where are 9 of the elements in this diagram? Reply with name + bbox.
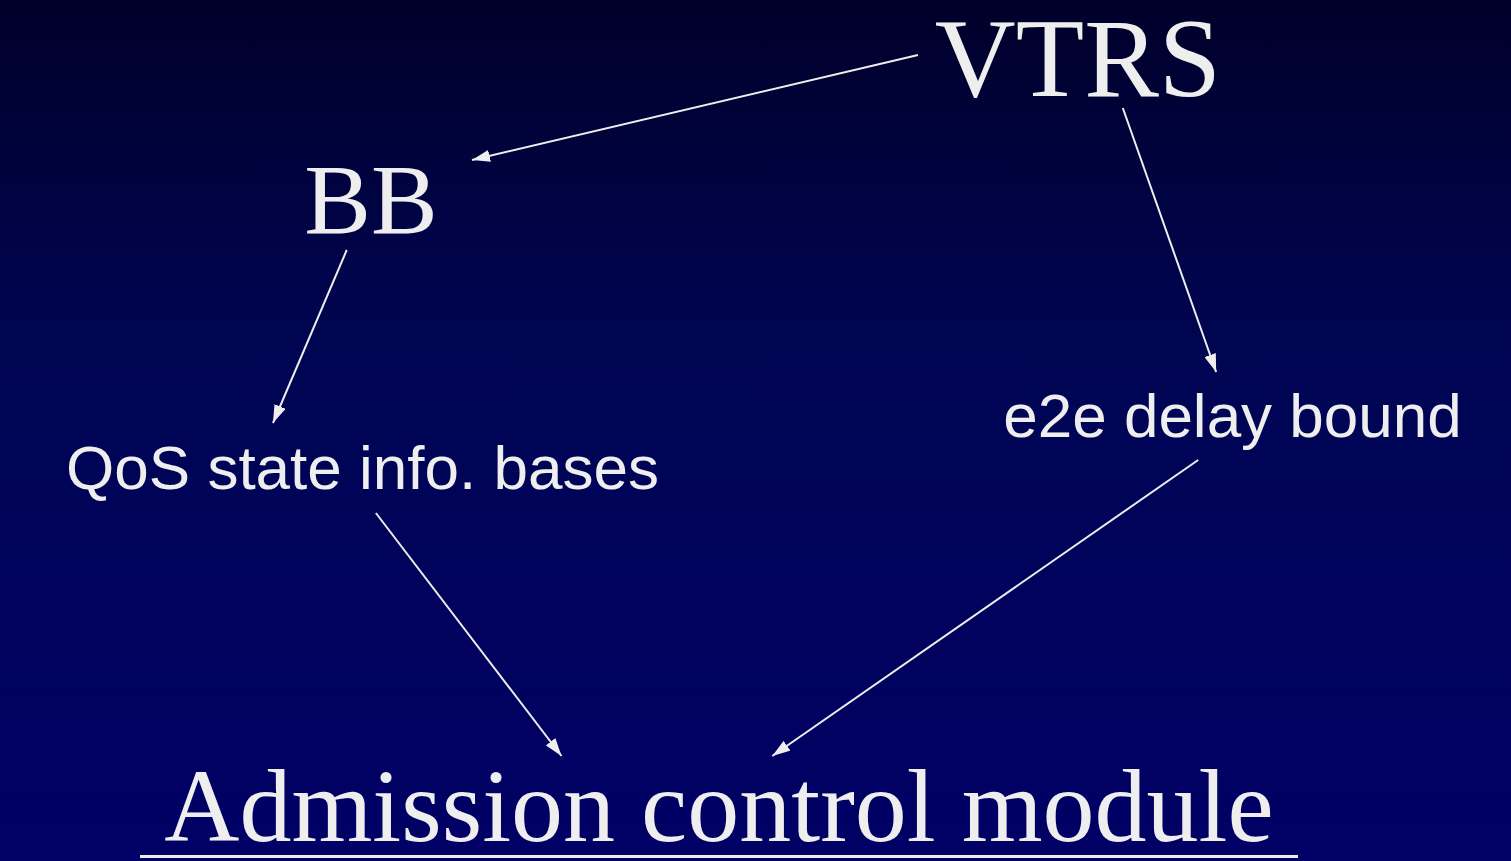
arrow — [1121, 107, 1218, 373]
arrow — [374, 512, 563, 757]
arrow — [771, 459, 1200, 757]
node-label: VTRS — [934, 2, 1222, 114]
arrow — [471, 54, 919, 162]
arrow — [271, 249, 348, 424]
node-label: Admission control module — [164, 753, 1274, 858]
node-label: BB — [304, 150, 438, 250]
node-label: QoS state info. bases — [66, 437, 659, 499]
